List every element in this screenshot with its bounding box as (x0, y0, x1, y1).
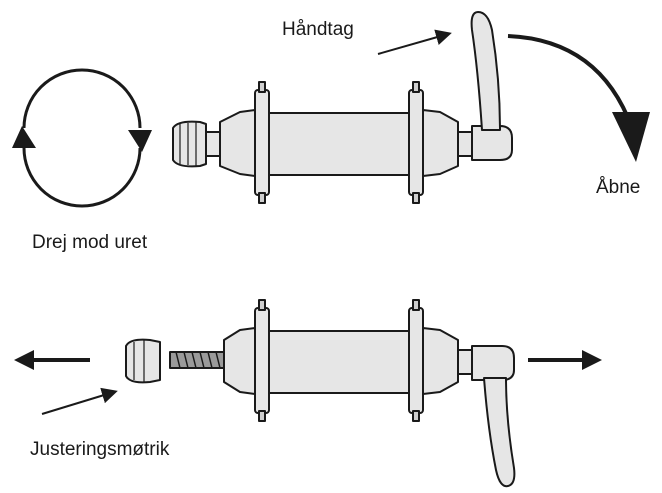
turn-counterclockwise-label: Drej mod uret (32, 232, 148, 253)
threaded-skewer (169, 351, 225, 369)
handle-label: Håndtag (282, 19, 354, 40)
rotation-arrowhead-left (12, 126, 36, 148)
adjusting-nut-top (172, 120, 207, 168)
left-direction-arrow (14, 350, 90, 370)
right-direction-arrow (528, 350, 602, 370)
hub-left-flange-bottom (254, 307, 270, 414)
top-assembly (12, 11, 513, 208)
hub-body-top (268, 112, 410, 176)
bottom-assembly (14, 299, 602, 488)
open-direction-arrow (507, 34, 650, 162)
hub-body-bottom (268, 330, 410, 394)
hub-right-flange-bottom (408, 307, 424, 414)
adjusting-nut-removed (125, 338, 161, 384)
quick-release-lever-open (471, 345, 515, 381)
counterclockwise-rotation-icon (22, 68, 142, 208)
hub-right-flange-top (408, 89, 424, 196)
quick-release-lever-closed (471, 125, 513, 161)
nut-pointer-arrow (41, 387, 118, 415)
hub-left-flange-top (254, 89, 270, 196)
handle-pointer-arrow (377, 29, 452, 55)
adjusting-nut-label: Justeringsmøtrik (30, 439, 170, 460)
open-label: Åbne (596, 177, 641, 198)
rotation-arrowhead-right (128, 130, 152, 152)
